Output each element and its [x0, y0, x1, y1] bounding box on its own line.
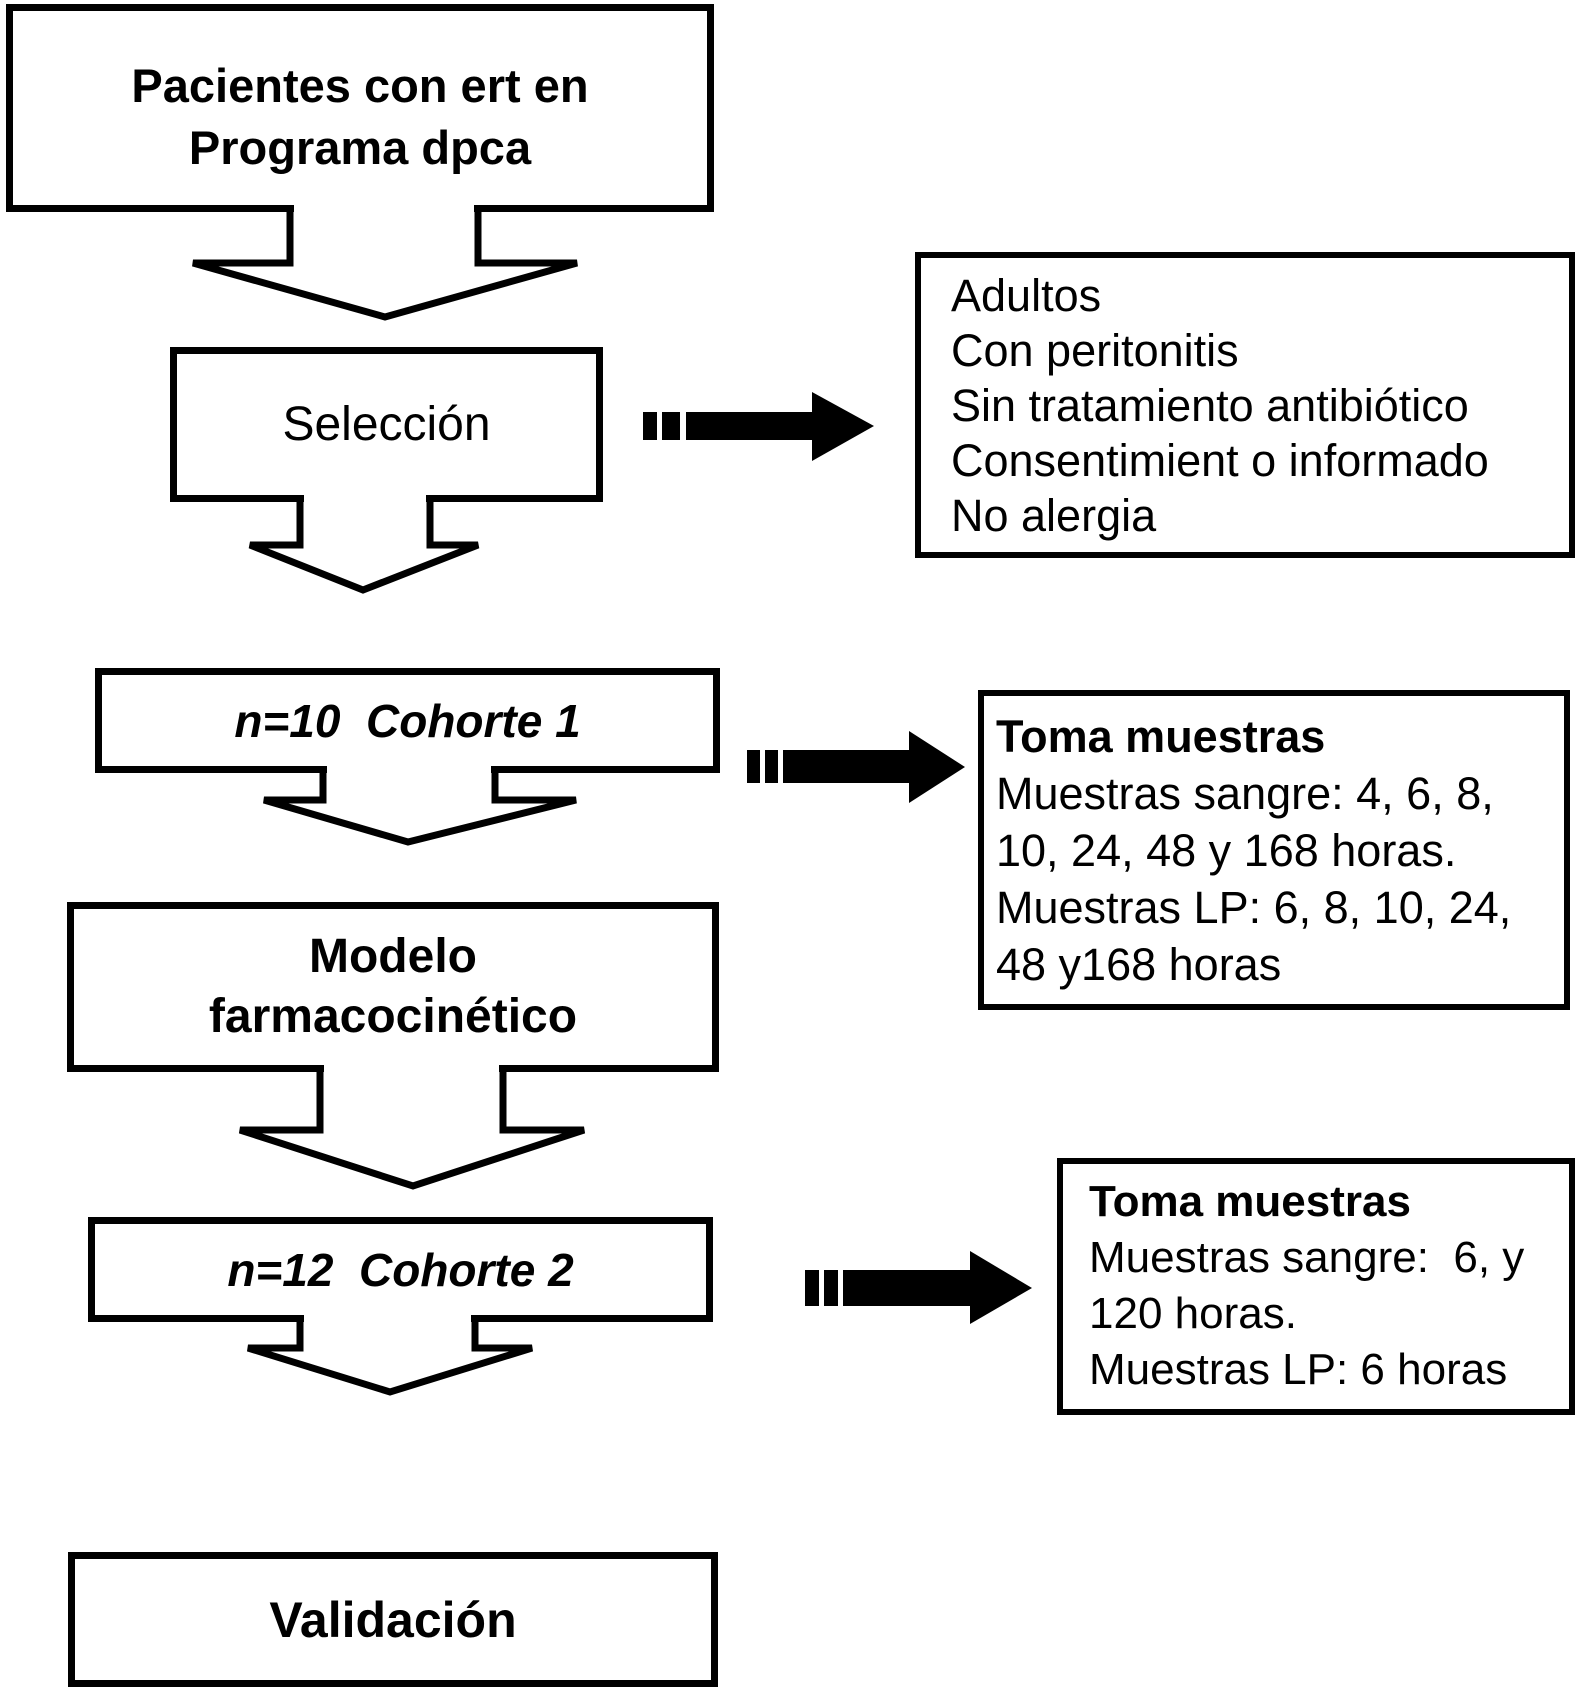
right-arrow-cohorte1-to-muestras1-icon [747, 731, 965, 803]
node-seleccion: Selección [170, 347, 603, 502]
down-arrow-seleccion-to-cohorte1-icon [248, 494, 480, 594]
node-pacientes-line1: Pacientes con ert en [131, 59, 589, 112]
criteria-line: Consentimient o informado [951, 435, 1489, 486]
muestras1-line: 10, 24, 48 y 168 horas. [996, 825, 1457, 876]
down-arrow-modelo-to-cohorte2-icon [238, 1064, 586, 1190]
muestras1-line: Muestras sangre: 4, 6, 8, [996, 768, 1494, 819]
node-pacientes-line2: Programa dpca [188, 121, 532, 174]
right-arrow-cohorte2-to-muestras2-icon [805, 1251, 1032, 1324]
muestras1-line: 48 y168 horas [996, 939, 1282, 990]
right-arrow-seleccion-to-criteria-icon [643, 392, 874, 461]
node-cohorte2-label: n=12 Cohorte 2 [227, 1243, 574, 1296]
node-validacion-label: Validación [269, 1591, 517, 1648]
node-seleccion-label: Selección [282, 398, 491, 451]
node-modelo-line1: Modelo [309, 930, 477, 983]
node-cohorte1: n=10 Cohorte 1 [95, 668, 720, 773]
node-modelo: Modelo farmacocinético [67, 902, 719, 1072]
node-muestras1: Toma muestras Muestras sangre: 4, 6, 8, … [978, 690, 1570, 1010]
node-criteria: Adultos Con peritonitis Sin tratamiento … [915, 252, 1575, 558]
node-cohorte1-label: n=10 Cohorte 1 [234, 694, 581, 747]
criteria-line: No alergia [951, 490, 1157, 541]
muestras2-line: Muestras LP: 6 horas [1089, 1345, 1508, 1394]
criteria-line: Adultos [951, 270, 1102, 321]
criteria-line: Con peritonitis [951, 325, 1239, 376]
node-pacientes: Pacientes con ert en Programa dpca [6, 4, 714, 212]
muestras1-line: Muestras LP: 6, 8, 10, 24, [996, 882, 1512, 933]
down-arrow-cohorte1-to-modelo-icon [263, 765, 577, 846]
node-validacion: Validación [68, 1552, 718, 1687]
muestras2-line: 120 horas. [1089, 1289, 1297, 1338]
node-muestras2-title: Toma muestras [1089, 1177, 1411, 1226]
down-arrow-cohorte2-to-validacion-icon [246, 1314, 534, 1396]
criteria-line: Sin tratamiento antibiótico [951, 380, 1469, 431]
node-muestras2: Toma muestras Muestras sangre: 6, y 120 … [1057, 1158, 1575, 1415]
node-cohorte2: n=12 Cohorte 2 [88, 1217, 713, 1322]
down-arrow-pacientes-to-seleccion-icon [192, 204, 578, 321]
node-modelo-line2: farmacocinético [208, 990, 578, 1043]
node-muestras1-title: Toma muestras [996, 711, 1326, 762]
muestras2-line: Muestras sangre: 6, y [1089, 1233, 1525, 1282]
